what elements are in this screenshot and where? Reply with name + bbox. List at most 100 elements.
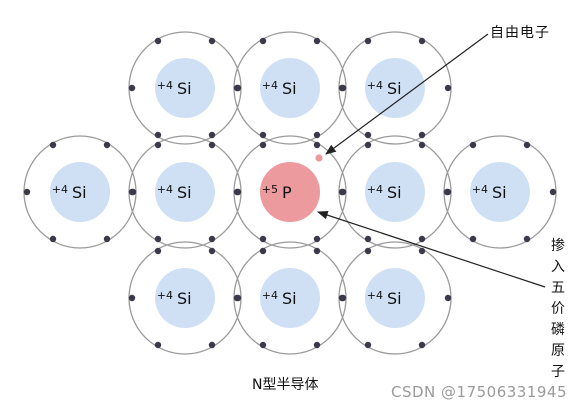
nucleus-charge: +4 — [157, 289, 173, 302]
valence-electron — [49, 235, 57, 243]
valence-electron — [103, 141, 111, 149]
valence-electron — [469, 141, 477, 149]
valence-electron — [259, 235, 267, 243]
valence-electron — [208, 247, 216, 255]
silicon-nucleus — [365, 268, 425, 328]
silicon-nucleus — [260, 268, 320, 328]
element-symbol: Si — [177, 289, 192, 308]
free-electron-arrow — [325, 33, 489, 155]
nucleus-charge: +4 — [157, 183, 173, 196]
valence-electron — [259, 37, 267, 45]
valence-electron — [338, 294, 346, 302]
valence-electron — [154, 141, 162, 149]
diagram-caption: N型半导体 — [252, 377, 319, 393]
valence-electron — [313, 131, 321, 139]
valence-electron — [208, 37, 216, 45]
valence-electron — [418, 235, 426, 243]
silicon-nucleus — [260, 58, 320, 118]
valence-electron — [233, 188, 241, 196]
valence-electron — [23, 188, 31, 196]
valence-electron — [364, 341, 372, 349]
valence-electron — [259, 247, 267, 255]
nucleus-charge: +4 — [262, 79, 278, 92]
element-symbol: Si — [177, 183, 192, 202]
valence-electron — [523, 141, 531, 149]
valence-electron — [523, 235, 531, 243]
valence-electron — [259, 341, 267, 349]
nucleus-charge: +4 — [52, 183, 68, 196]
element-symbol: Si — [387, 79, 402, 98]
valence-electron — [313, 37, 321, 45]
valence-electron — [208, 141, 216, 149]
valence-electron — [128, 294, 136, 302]
valence-electron — [128, 188, 136, 196]
nucleus-charge: +5 — [262, 183, 278, 196]
element-symbol: Si — [282, 289, 297, 308]
dopant-arrow — [316, 210, 546, 288]
element-symbol: Si — [177, 79, 192, 98]
electron-layer — [23, 37, 557, 349]
valence-electron — [364, 131, 372, 139]
valence-electron — [313, 141, 321, 149]
valence-electron — [313, 235, 321, 243]
nucleus-charge: +4 — [367, 289, 383, 302]
valence-electron — [154, 37, 162, 45]
valence-electron — [313, 341, 321, 349]
valence-electron — [364, 235, 372, 243]
silicon-nucleus — [50, 162, 110, 222]
nucleus-charge: +4 — [472, 183, 488, 196]
silicon-nucleus — [470, 162, 530, 222]
valence-electron — [418, 341, 426, 349]
valence-electron — [418, 247, 426, 255]
valence-electron — [103, 235, 111, 243]
valence-electron — [443, 188, 451, 196]
valence-electron — [418, 131, 426, 139]
valence-electron — [444, 84, 452, 92]
valence-electron — [338, 188, 346, 196]
valence-electron — [418, 141, 426, 149]
dopant-label: 掺入五价磷原子 — [551, 238, 565, 380]
valence-electron — [444, 294, 452, 302]
nucleus-charge: +4 — [157, 79, 173, 92]
valence-electron — [208, 341, 216, 349]
valence-electron — [233, 294, 241, 302]
valence-electron — [154, 235, 162, 243]
valence-electron — [128, 84, 136, 92]
valence-electron — [364, 247, 372, 255]
valence-electron — [49, 141, 57, 149]
nucleus-charge: +4 — [367, 183, 383, 196]
valence-electron — [259, 131, 267, 139]
element-symbol: Si — [72, 183, 87, 202]
nucleus-charge: +4 — [262, 289, 278, 302]
silicon-nucleus — [365, 58, 425, 118]
valence-electron — [208, 235, 216, 243]
valence-electron — [154, 247, 162, 255]
valence-electron — [364, 141, 372, 149]
free-electron-label: 自由电子 — [490, 25, 550, 41]
valence-electron — [418, 37, 426, 45]
element-symbol: Si — [492, 183, 507, 202]
valence-electron — [364, 37, 372, 45]
valence-electron — [549, 188, 557, 196]
valence-electron — [469, 235, 477, 243]
watermark: CSDN @17506331945 — [391, 383, 568, 401]
valence-electron — [154, 131, 162, 139]
element-symbol: Si — [387, 289, 402, 308]
valence-electron — [313, 247, 321, 255]
element-symbol: Si — [387, 183, 402, 202]
element-symbol: Si — [282, 79, 297, 98]
valence-electron — [154, 341, 162, 349]
valence-electron — [338, 84, 346, 92]
silicon-nucleus — [155, 162, 215, 222]
nucleus-charge: +4 — [367, 79, 383, 92]
silicon-nucleus — [155, 268, 215, 328]
silicon-nucleus — [365, 162, 425, 222]
valence-electron — [233, 84, 241, 92]
valence-electron — [259, 141, 267, 149]
element-symbol: P — [282, 183, 292, 202]
free-electron-dot — [315, 154, 323, 162]
silicon-nucleus — [155, 58, 215, 118]
phosphorus-nucleus — [260, 162, 320, 222]
